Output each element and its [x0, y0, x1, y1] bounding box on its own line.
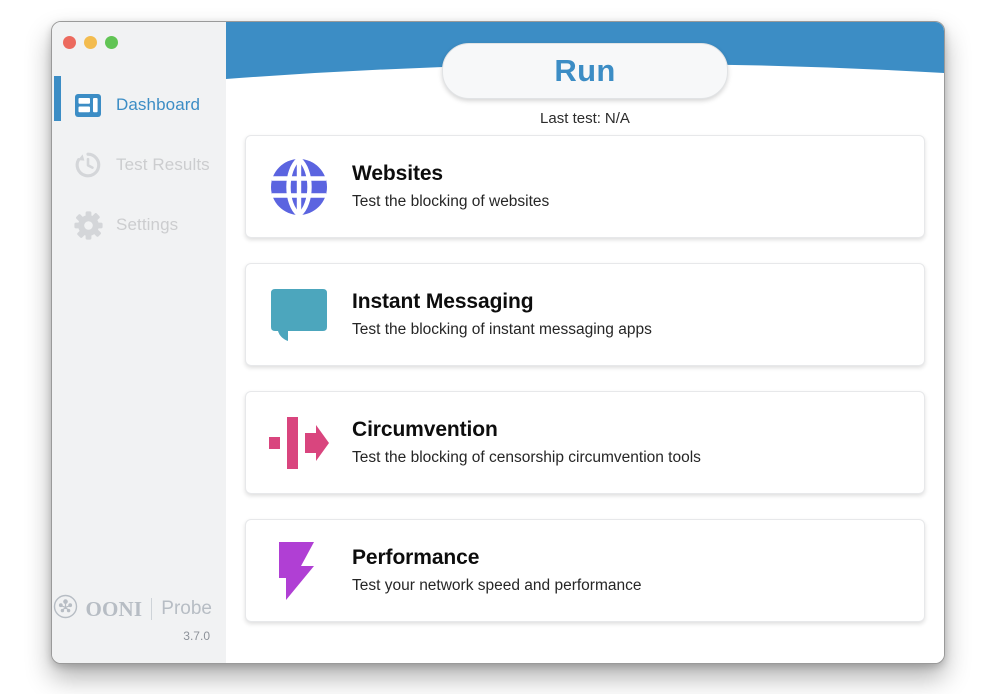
test-card-websites[interactable]: Websites Test the blocking of websites	[245, 135, 925, 238]
card-title: Circumvention	[352, 418, 498, 441]
run-button[interactable]: Run	[442, 43, 728, 99]
card-description: Test the blocking of websites	[352, 193, 550, 210]
gear-icon	[73, 210, 103, 240]
card-description: Test your network speed and performance	[352, 577, 642, 594]
minimize-button[interactable]	[84, 36, 97, 49]
circumvention-arrow-icon	[268, 412, 330, 474]
last-test-status: Last test:N/A	[226, 110, 944, 127]
close-button[interactable]	[63, 36, 76, 49]
sidebar-item-label: Test Results	[116, 155, 210, 174]
dashboard-icon	[73, 90, 103, 120]
window-controls	[63, 36, 118, 49]
app-window: Dashboard Test Results	[51, 21, 945, 664]
last-test-label: Last test:	[540, 110, 601, 127]
test-card-performance[interactable]: Performance Test your network speed and …	[245, 519, 925, 622]
brand-divider	[151, 598, 153, 620]
last-test-value: N/A	[604, 110, 630, 127]
brand-name: OONI	[85, 596, 143, 621]
chat-bubble-icon	[268, 284, 330, 346]
card-title: Websites	[352, 162, 444, 185]
sidebar-item-dashboard[interactable]: Dashboard	[52, 75, 226, 135]
card-description: Test the blocking of censorship circumve…	[352, 449, 701, 466]
card-title: Instant Messaging	[352, 290, 534, 313]
sidebar: Dashboard Test Results	[52, 22, 226, 663]
main-content: Run Last test:N/A	[226, 22, 944, 663]
sidebar-nav: Dashboard Test Results	[52, 75, 226, 255]
ooni-brand: OONI Probe 3.7.0	[52, 594, 226, 643]
lightning-bolt-icon	[268, 540, 330, 602]
brand-product: Probe	[161, 598, 212, 619]
sidebar-item-label: Dashboard	[116, 95, 201, 114]
sidebar-item-settings[interactable]: Settings	[52, 195, 226, 255]
card-title: Performance	[352, 546, 480, 569]
history-clock-icon	[73, 150, 103, 180]
zoom-button[interactable]	[105, 36, 118, 49]
app-version: 3.7.0	[183, 629, 210, 643]
sidebar-item-label: Settings	[116, 215, 179, 234]
sidebar-item-test-results[interactable]: Test Results	[52, 135, 226, 195]
active-indicator	[54, 76, 61, 121]
globe-icon	[268, 156, 330, 218]
test-card-circumvention[interactable]: Circumvention Test the blocking of censo…	[245, 391, 925, 494]
test-card-instant-messaging[interactable]: Instant Messaging Test the blocking of i…	[245, 263, 925, 366]
run-button-label: Run	[554, 53, 616, 88]
card-description: Test the blocking of instant messaging a…	[352, 321, 652, 338]
ooni-mark-icon	[53, 594, 78, 624]
test-card-list: Websites Test the blocking of websites I…	[245, 135, 925, 647]
